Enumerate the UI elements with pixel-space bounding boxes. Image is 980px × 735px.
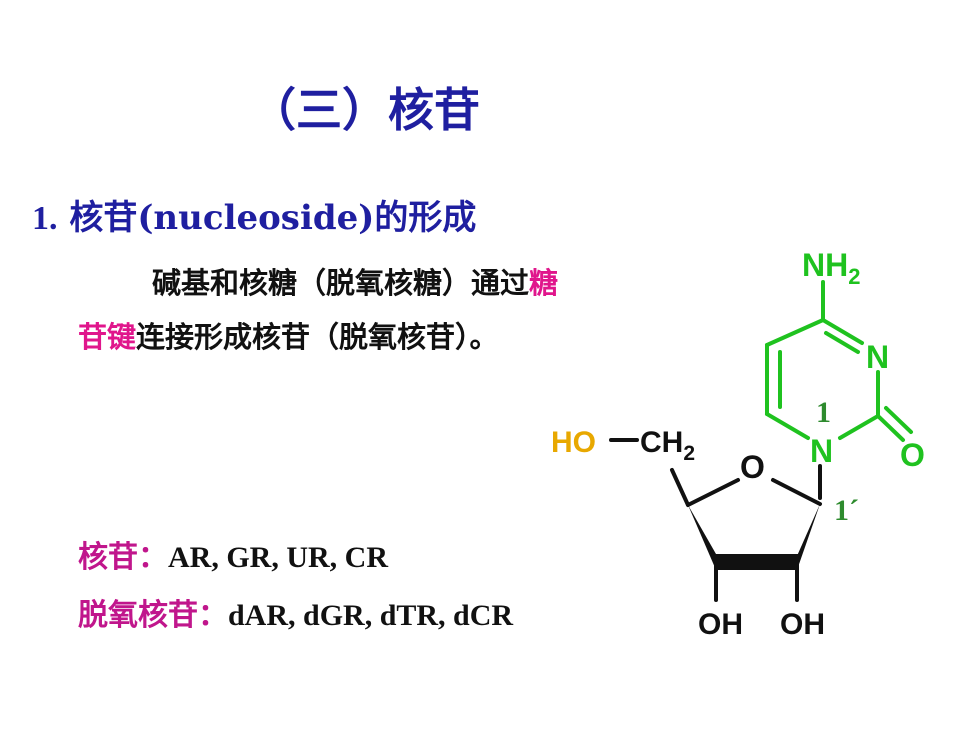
n3-atom-label: N xyxy=(866,339,889,375)
c4prime-c5prime-bond xyxy=(670,468,690,507)
carbonyl-o-label: O xyxy=(900,437,925,473)
ho-label: HO xyxy=(551,426,596,459)
c4prime-c3prime-wedge xyxy=(688,505,716,570)
deoxynucleoside-abbreviations: dAR, dGR, dTR, dCR xyxy=(228,599,514,632)
position-1prime-label: 1´ xyxy=(834,494,859,527)
c3prime-oh-label: OH xyxy=(698,608,743,641)
heading-text: 核苷(nucleoside)的形成 xyxy=(69,198,477,238)
ribonucleoside-abbreviations: AR, GR, UR, CR xyxy=(168,541,388,574)
ch2-label: CH2 xyxy=(640,426,695,465)
deoxynucleoside-label: 脱氧核苷： xyxy=(78,598,228,633)
paragraph-line-2: 苷键连接形成核苷（脱氧核苷）。 xyxy=(78,314,499,356)
o-c1prime-bond xyxy=(771,478,822,506)
paragraph-text: 连接形成核苷（脱氧核苷）。 xyxy=(136,320,499,354)
c5-c4-bond xyxy=(765,318,825,347)
glycosidic-bond-highlight: 苷键 xyxy=(78,320,137,354)
heading-number: 1. xyxy=(32,200,58,237)
c4-n3-double-bond xyxy=(824,331,860,354)
n1-atom-label: N xyxy=(810,433,833,469)
ribonucleoside-label: 核苷： xyxy=(78,540,168,575)
c4-n3-bond xyxy=(821,318,864,345)
nh2-label: NH2 xyxy=(802,247,860,289)
cytidine-structure: NH2 N N O O HO CH2 OH OH 1 1´ xyxy=(551,247,925,641)
ring-oxygen-label: O xyxy=(740,449,765,485)
ribose-ring xyxy=(609,438,822,602)
position-labels: 1 1´ xyxy=(816,396,859,527)
ribonucleoside-list: 核苷：AR, GR, UR, CR xyxy=(78,532,388,576)
sugar-atom-labels: O HO CH2 OH OH xyxy=(551,426,825,641)
cytosine-ring xyxy=(765,280,913,442)
paragraph-line-1: 碱基和核糖（脱氧核糖）通过糖 xyxy=(152,260,558,302)
n1-c6-bond xyxy=(765,412,810,440)
c4prime-o-bond xyxy=(686,478,740,507)
c2-o-bond xyxy=(876,414,905,442)
section-heading: 1. 核苷(nucleoside)的形成 xyxy=(32,190,476,239)
c2-n1-bond xyxy=(838,414,880,440)
deoxynucleoside-list: 脱氧核苷：dAR, dGR, dTR, dCR xyxy=(78,590,513,634)
ribose-front-bonds xyxy=(688,504,820,570)
paragraph-text: 碱基和核糖（脱氧核糖）通过 xyxy=(152,266,530,300)
base-atom-labels: NH2 N N O xyxy=(802,247,925,473)
c2-o-double-bond xyxy=(884,406,913,434)
glycosidic-bond-highlight: 糖 xyxy=(529,266,559,300)
slide-title: （三）核苷 xyxy=(250,83,480,137)
c3prime-c2prime-bold-bond xyxy=(714,554,799,570)
position-1-label: 1 xyxy=(816,396,831,429)
c2prime-oh-label: OH xyxy=(780,608,825,641)
c1prime-c2prime-wedge xyxy=(797,504,820,570)
